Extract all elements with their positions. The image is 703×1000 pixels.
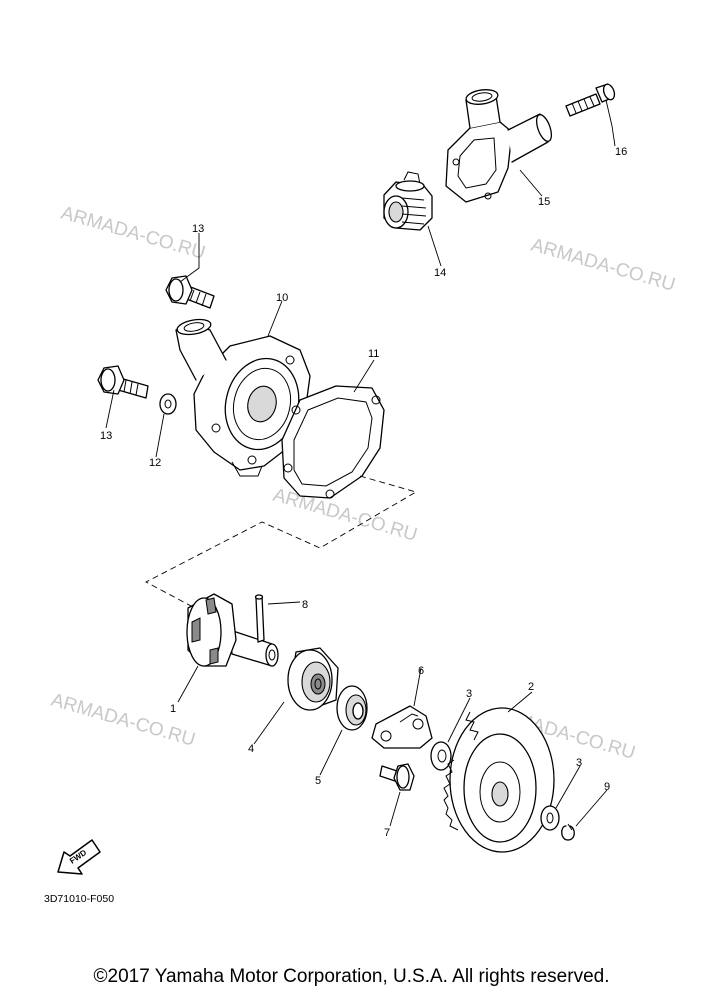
callout-1: 1 <box>170 703 176 715</box>
callout-5: 5 <box>315 775 321 787</box>
diagram-code: 3D71010-F050 <box>44 893 114 905</box>
part-12-washer <box>159 393 177 415</box>
part-15-thermostat-cover <box>445 89 553 203</box>
part-4-oil-seal <box>287 647 339 711</box>
callout-3-right: 3 <box>576 757 582 769</box>
watermarks: ARMADA-CO.RU ARMADA-CO.RU ARMADA-CO.RU A… <box>49 203 678 764</box>
part-7-screw <box>379 763 415 791</box>
callout-10: 10 <box>276 292 288 304</box>
part-2-gear <box>443 707 555 853</box>
callout-3-left: 3 <box>466 688 472 700</box>
part-10-pump-housing <box>175 318 311 477</box>
part-3-washer-right <box>540 805 560 831</box>
part-5-bearing <box>336 685 368 731</box>
callout-15: 15 <box>538 196 550 208</box>
part-13-bolt-upper <box>165 275 215 309</box>
part-9-circlip <box>561 823 575 841</box>
watermark-2: ARMADA-CO.RU <box>529 235 678 296</box>
callout-11: 11 <box>368 348 379 360</box>
callout-numbers: 16 15 14 13 10 11 13 12 8 1 6 3 2 4 5 3 … <box>100 146 627 839</box>
callout-4: 4 <box>248 743 254 755</box>
watermark-1: ARMADA-CO.RU <box>59 203 208 264</box>
callout-13-upper: 13 <box>192 223 204 235</box>
callout-7: 7 <box>384 827 390 839</box>
part-8-pin <box>254 594 265 643</box>
watermark-3: ARMADA-CO.RU <box>271 485 420 546</box>
callout-14: 14 <box>434 267 446 279</box>
copyright-notice: ©2017 Yamaha Motor Corporation, U.S.A. A… <box>93 966 610 987</box>
part-1-impeller-shaft <box>186 593 279 667</box>
assembly-dashed-line <box>145 475 418 615</box>
callout-2: 2 <box>528 681 534 693</box>
callout-12: 12 <box>149 457 161 469</box>
callout-9: 9 <box>604 781 610 793</box>
watermark-4: ARMADA-CO.RU <box>49 690 198 751</box>
part-3-washer-left <box>430 741 452 771</box>
part-14-thermostat <box>383 171 433 231</box>
part-6-plate <box>371 705 433 749</box>
callout-8: 8 <box>302 599 308 611</box>
callout-13-lower: 13 <box>100 430 112 442</box>
leader-lines <box>105 99 616 827</box>
callout-6: 6 <box>418 665 424 677</box>
forward-arrow-icon: FWD <box>57 839 101 875</box>
part-11-gasket <box>281 385 385 499</box>
callout-16: 16 <box>615 146 627 158</box>
part-13-bolt-lower <box>97 365 149 399</box>
part-16-bolt <box>565 83 616 117</box>
